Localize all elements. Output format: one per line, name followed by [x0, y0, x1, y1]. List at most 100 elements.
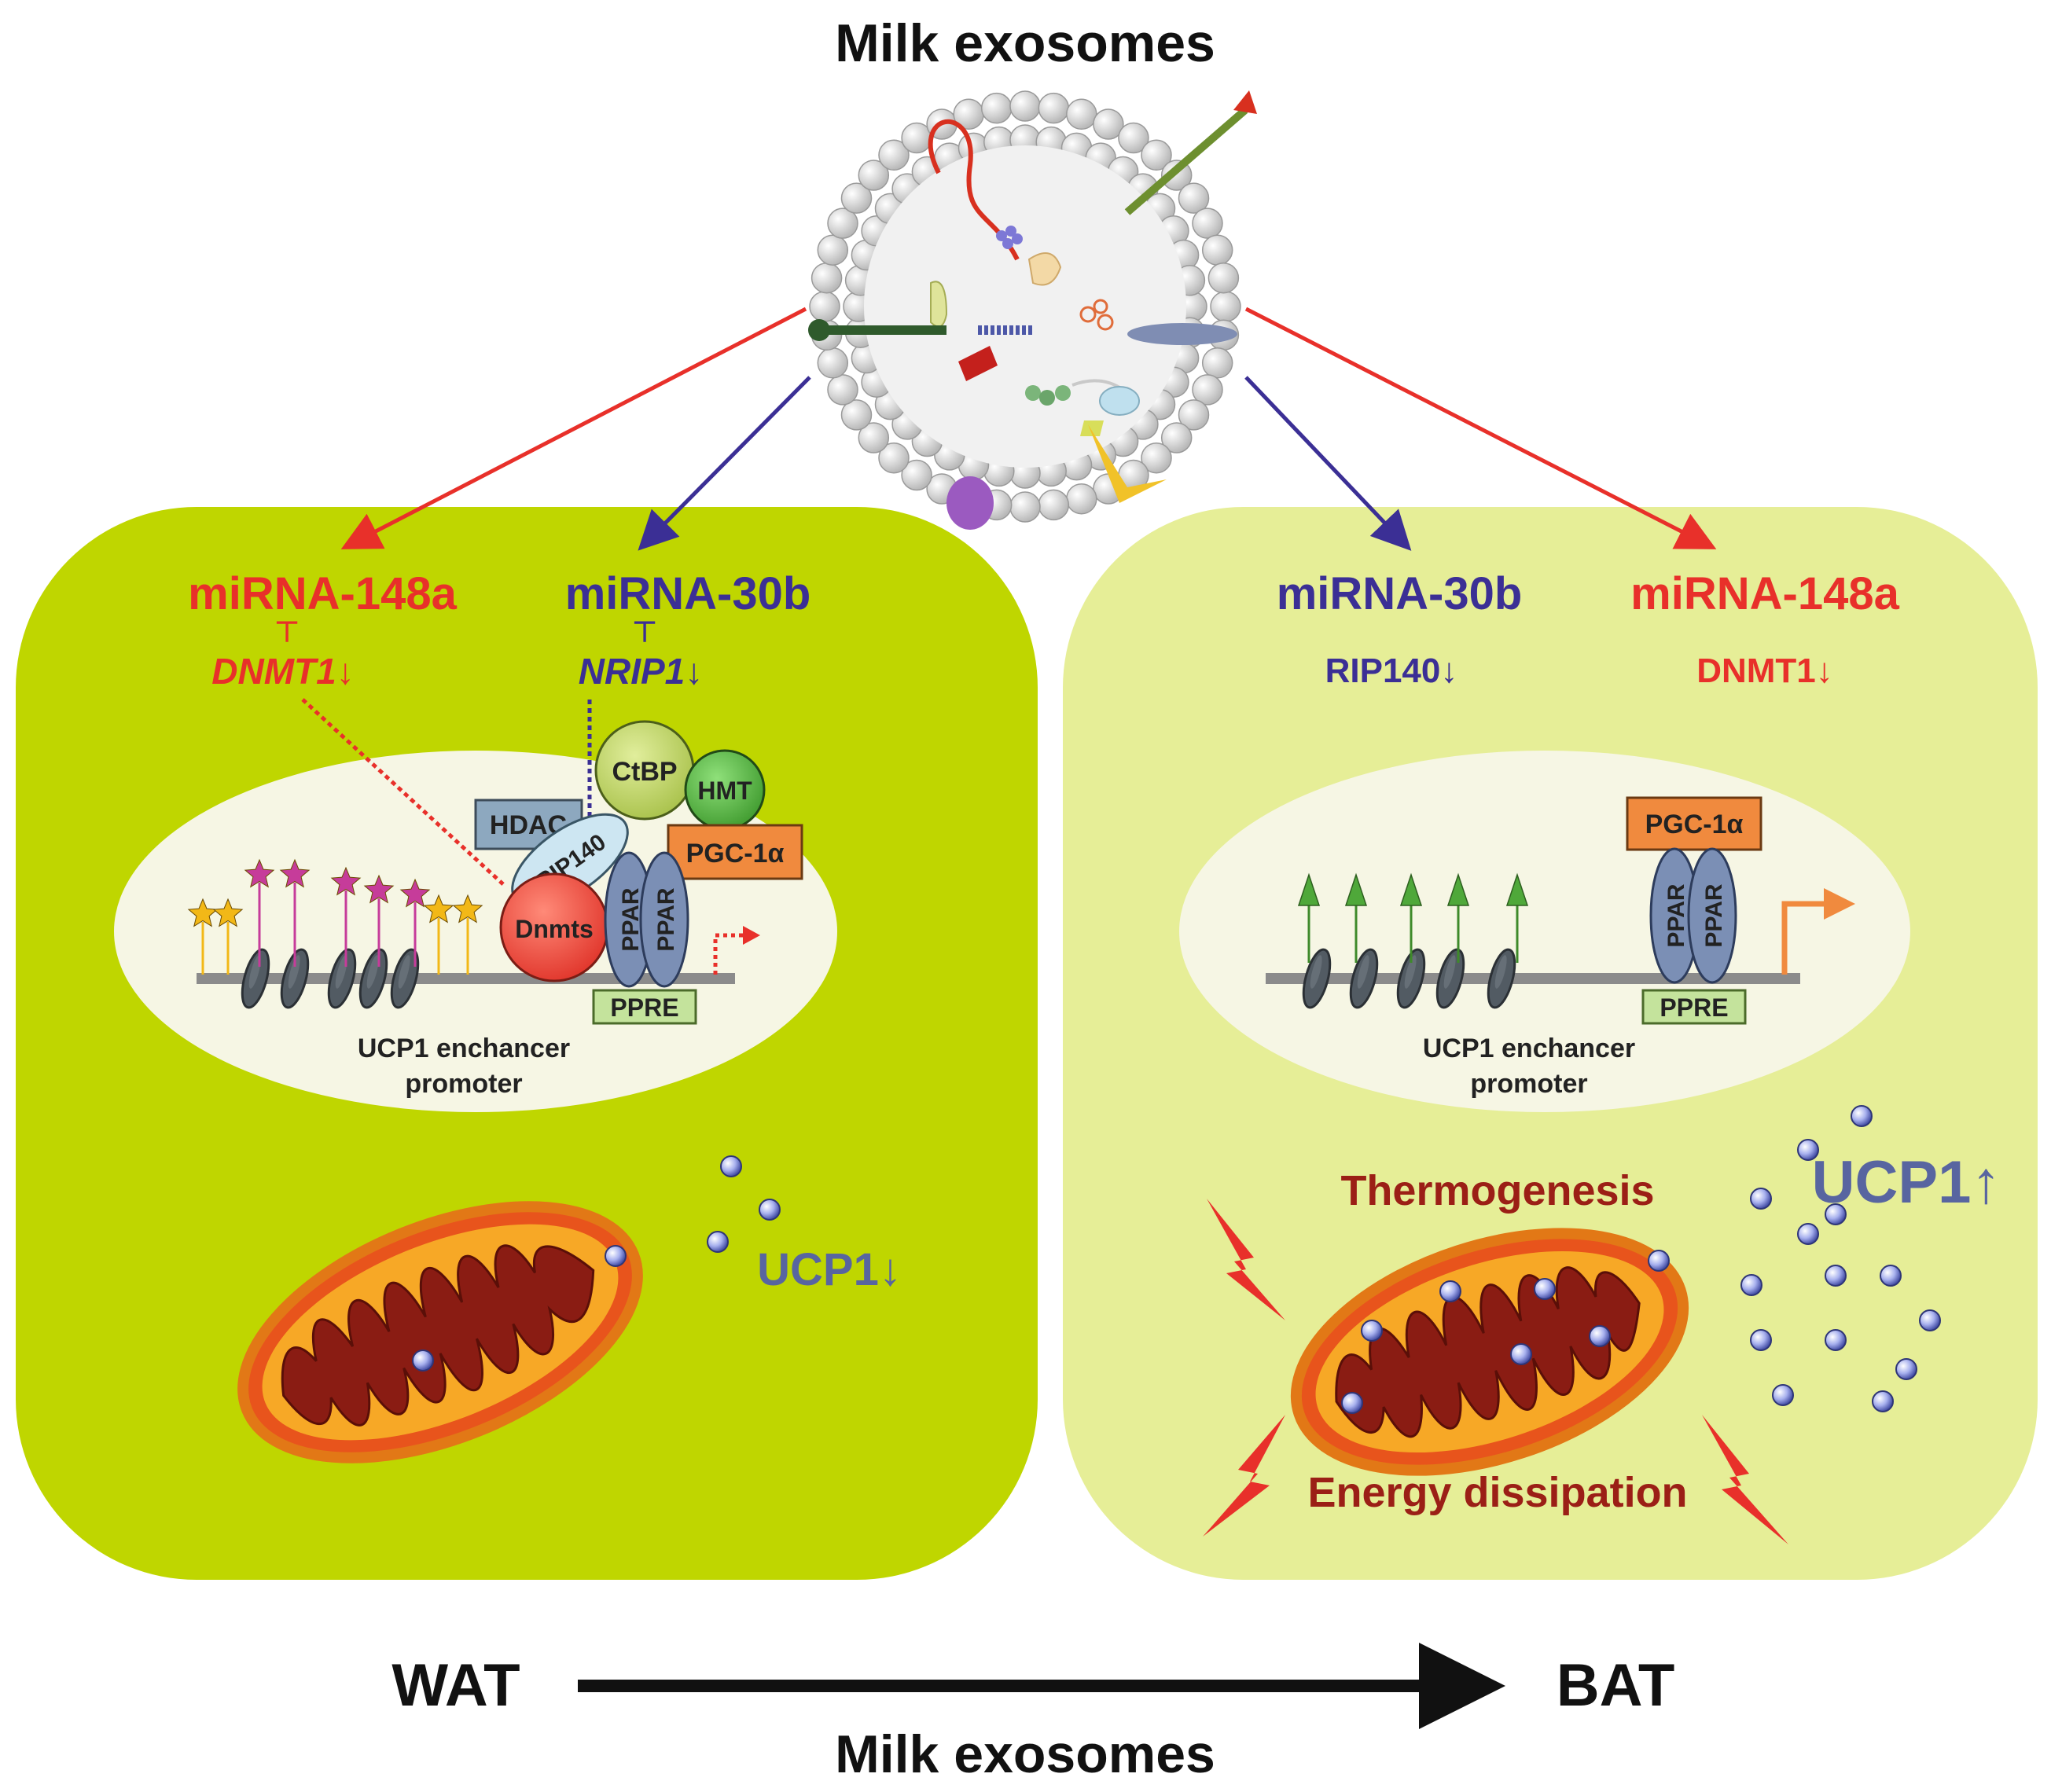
- wat-dnmt1-label: DNMT1: [211, 651, 336, 692]
- lipid-head: [1009, 90, 1041, 122]
- wat-promoter-line2: promoter: [405, 1069, 522, 1099]
- bat-promoter-line1: UCP1 enchancer: [1423, 1034, 1635, 1063]
- star-icon: [399, 878, 431, 908]
- arrow-up-icon: [1505, 872, 1529, 906]
- lightning-icon: [1203, 1415, 1285, 1537]
- lipid-head: [827, 374, 858, 406]
- lipid-head: [1192, 207, 1223, 239]
- wat-ppar-2-label: PPAR: [653, 887, 679, 951]
- lightning-icon: [1207, 1199, 1285, 1320]
- energy-dissipation-label: Energy dissipation: [1307, 1469, 1687, 1516]
- ucp1-dot: [1740, 1274, 1762, 1296]
- lipid-head: [1210, 291, 1241, 322]
- bat-ppre-box: [1641, 989, 1747, 1025]
- wat-ppar-1-label: PPAR: [618, 887, 644, 951]
- wat-nrip1-line: NRIP1↓: [579, 651, 703, 692]
- lipid-head: [1066, 483, 1097, 515]
- arrow-to-bat-mirna148a: [1244, 307, 1717, 549]
- arrow-to-bat-mirna30b: [1244, 376, 1412, 551]
- lipid-head: [1207, 262, 1240, 294]
- bat-tss-arrow: [1781, 901, 1828, 975]
- ucp1-dot: [1825, 1265, 1847, 1287]
- wat-promoter-line1: UCP1 enchancer: [358, 1034, 570, 1063]
- lipid-head: [1038, 489, 1070, 521]
- ucp1-dot: [1772, 1384, 1794, 1406]
- lipid-head: [1178, 182, 1210, 214]
- ucp1-dot: [1851, 1105, 1873, 1127]
- wat-mirna30b-label: miRNA-30b: [565, 568, 811, 619]
- bat-ppar-1-label: PPAR: [1663, 883, 1689, 947]
- lipid-head: [1141, 442, 1172, 474]
- wat-ucp1-dot: [759, 1199, 781, 1221]
- star-icon: [363, 874, 395, 904]
- wat-ucp1-dot: [605, 1245, 627, 1267]
- lightning-icon: [1702, 1415, 1788, 1544]
- lipid-head: [901, 459, 932, 491]
- lipid-head: [1192, 374, 1223, 406]
- wat-pgc1a-box: [667, 824, 803, 880]
- lipid-head: [878, 442, 910, 474]
- arrow-up-icon: [1344, 872, 1368, 906]
- wat-mitochondrion: [237, 1201, 643, 1463]
- bat-dnmt1-label: DNMT1↓: [1696, 652, 1833, 690]
- lipid-head: [1201, 234, 1233, 266]
- lipid-head: [878, 139, 910, 171]
- bat-mirna30b-label: miRNA-30b: [1277, 568, 1523, 619]
- wat-dnmt1-line: DNMT1↓: [211, 651, 354, 692]
- arrow-up-icon: [1297, 872, 1321, 906]
- star-icon: [423, 894, 454, 924]
- ucp1-dot: [1510, 1343, 1532, 1365]
- lipid-head: [858, 422, 890, 454]
- star-icon: [212, 898, 244, 927]
- lipid-head: [817, 234, 849, 266]
- wat-label: WAT: [391, 1652, 520, 1719]
- lipid-head: [980, 92, 1013, 124]
- lipid-head: [809, 291, 840, 322]
- bat-promoter-line2: promoter: [1470, 1069, 1587, 1099]
- ucp1-dot: [1825, 1329, 1847, 1351]
- receptor-arrow: [1124, 107, 1248, 215]
- bat-acetylation-marks: [1297, 872, 1529, 963]
- ucp1-dot: [1750, 1329, 1772, 1351]
- lipid-head: [1009, 491, 1041, 523]
- ctbp-label: CtBP: [612, 757, 677, 787]
- wat-ucp1-label: UCP1↓: [757, 1244, 902, 1295]
- bat-pgc1a-label: PGC-1α: [1645, 810, 1744, 839]
- arrow-to-wat-mirna30b: [638, 376, 811, 551]
- star-icon: [452, 894, 483, 924]
- wat-mirna148a-label: miRNA-148a: [188, 568, 457, 619]
- ucp1-dot: [1534, 1278, 1556, 1300]
- exosome: [808, 90, 1257, 530]
- ucp1-dot: [1361, 1320, 1383, 1342]
- ucp1-dot: [1439, 1280, 1461, 1302]
- arrow-to-wat-mirna148a: [340, 307, 807, 549]
- arrow-up-icon: [1446, 872, 1470, 906]
- lipid-head: [840, 182, 873, 214]
- ucp1-dot: [1872, 1390, 1894, 1412]
- ucp1-dot: [1750, 1188, 1772, 1210]
- wat-inhibit-30b: ⊥: [632, 615, 656, 648]
- wat-tss-arrow: [713, 933, 743, 975]
- lipid-head: [1118, 122, 1149, 154]
- lipid-head: [1201, 347, 1233, 379]
- wat-ppar-2: [639, 851, 689, 988]
- wat-inhibit-148a: ⊥: [274, 615, 299, 648]
- ucp1-dot: [1919, 1309, 1941, 1331]
- bat-pgc1a-box: [1626, 796, 1762, 851]
- wat-ucp1-dot: [720, 1155, 742, 1177]
- ucp1-dot: [1648, 1250, 1670, 1272]
- bat-rip140-label: RIP140↓: [1325, 652, 1458, 690]
- membrane-protein-purple: [946, 476, 994, 530]
- lipid-head: [1093, 108, 1124, 140]
- dnmts-label: Dnmts: [515, 915, 594, 943]
- protein-cargo: [930, 226, 1140, 436]
- wat-ppre-box: [592, 989, 697, 1025]
- title-top: Milk exosomes: [835, 13, 1215, 73]
- lipid-head: [1160, 422, 1193, 454]
- bat-ucp1-label: UCP1↑: [1812, 1149, 2001, 1216]
- lipid-head: [1066, 98, 1097, 130]
- lipid-head: [1178, 399, 1210, 431]
- wat-dnmt1-down: ↓: [336, 651, 355, 692]
